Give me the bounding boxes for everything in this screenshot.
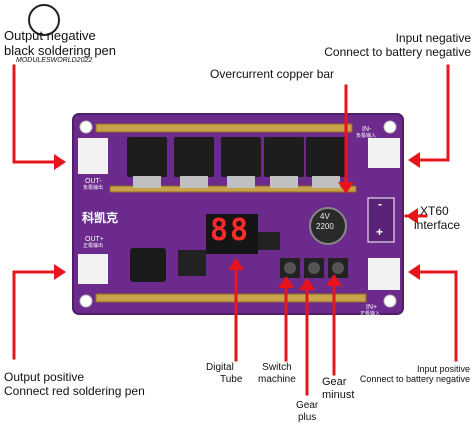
label-output-positive-l1: Output positive xyxy=(4,370,85,384)
label-switch-l1: Switch xyxy=(262,362,292,373)
label-xt60-l1: XT60 xyxy=(420,204,449,218)
label-input-negative: Input negative Connect to battery negati… xyxy=(316,31,471,60)
xt60-plus: + xyxy=(376,225,384,239)
silk-out-neg: OUT- xyxy=(85,178,102,185)
label-output-positive-l2: Connect red soldering pen xyxy=(4,383,145,398)
pointer-lines xyxy=(12,64,458,396)
label-output-negative-l1: Output negative xyxy=(4,28,96,43)
label-input-negative-l2: Connect to battery negative xyxy=(324,44,471,59)
silk-out-pos-sub: 正极输出 xyxy=(83,243,104,249)
xt60-connector xyxy=(367,197,395,243)
copper-bar-top xyxy=(95,123,353,133)
mount-hole-tr xyxy=(383,120,397,134)
copper-bar-bottom xyxy=(95,293,367,303)
silk-in-pos: IN+ xyxy=(366,304,378,311)
label-output-negative: Output negative black soldering pen xyxy=(4,28,117,59)
label-digital-tube-l1: Digital xyxy=(206,362,234,373)
label-switch: Switch machine xyxy=(258,362,296,385)
logo-emblem xyxy=(28,4,60,36)
pad-out-pos xyxy=(78,254,108,284)
label-output-negative-l2: black soldering pen xyxy=(4,42,117,58)
label-output-positive: Output positive Connect red soldering pe… xyxy=(4,370,145,399)
label-xt60: XT60 interface xyxy=(414,204,460,233)
label-input-positive: Input positive Connect to battery negati… xyxy=(330,364,470,385)
label-gear-minus-l2: minust xyxy=(322,388,355,401)
label-gear-minus-l1: Gear xyxy=(322,376,347,388)
silk-out-neg-sub: 负极输出 xyxy=(83,185,104,191)
label-input-positive-l1: Input positive xyxy=(416,364,470,374)
silk-out-pos: OUT+ xyxy=(85,236,104,243)
label-input-positive-l2: Connect to battery negative xyxy=(359,374,470,385)
label-gear-plus-l1: Gear xyxy=(296,400,319,411)
label-xt60-l2: interface xyxy=(414,217,461,232)
mount-hole-tl xyxy=(79,120,93,134)
display-digits: 88 xyxy=(210,213,251,248)
arrow-heads xyxy=(54,152,420,290)
xt60-minus: - xyxy=(378,197,382,211)
label-gear-minus: Gear minust xyxy=(322,376,354,401)
label-digital-tube-l2: Tube xyxy=(220,373,243,385)
label-digital-tube: Digital Tube xyxy=(206,362,242,385)
label-switch-l2: machine xyxy=(258,373,296,385)
silk-in-pos-sub: 正极输入 xyxy=(360,311,381,317)
silk-in-neg: IN- xyxy=(362,126,372,133)
mosfet-row xyxy=(127,137,346,177)
silk-in-neg-sub: 负极输入 xyxy=(356,133,377,139)
mount-hole-bl xyxy=(79,294,93,308)
seven-segment-display xyxy=(206,214,258,254)
inductor xyxy=(130,248,166,282)
ic-chip xyxy=(178,250,206,276)
pad-in-neg xyxy=(368,138,400,168)
label-input-negative-l1: Input negative xyxy=(395,31,471,45)
pad-in-pos xyxy=(368,258,400,290)
capacitor xyxy=(309,207,347,245)
cap-text-1: 4V xyxy=(320,212,330,221)
brand-text: MODULESWORLD2022 xyxy=(16,57,93,64)
pad-out-neg xyxy=(78,138,108,174)
mount-hole-br xyxy=(383,294,397,308)
label-gear-plus-l2: plus xyxy=(297,411,317,423)
cap-text-2: 2200 xyxy=(316,222,334,231)
label-gear-plus: Gear plus xyxy=(296,400,318,423)
silk-brand: 科凯克 xyxy=(82,211,119,225)
label-copper-bar: Overcurrent copper bar xyxy=(210,67,335,81)
